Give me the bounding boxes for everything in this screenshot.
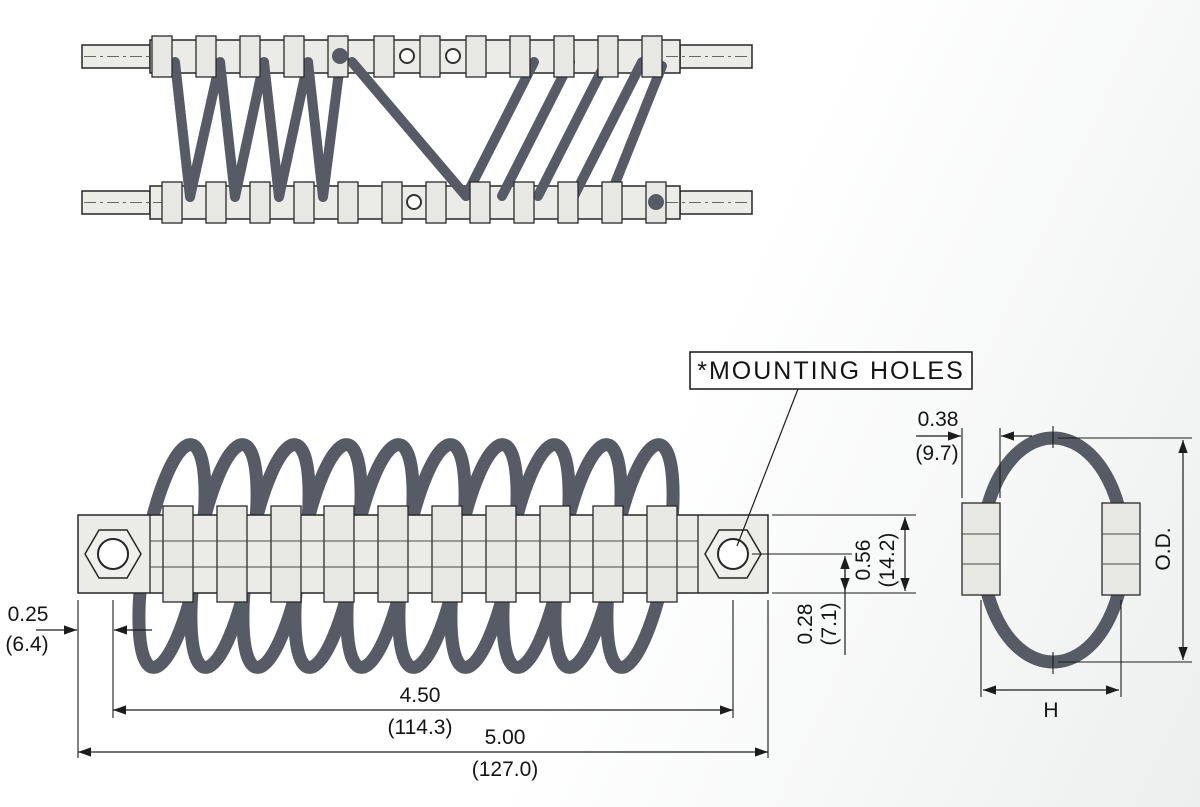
- cable-strand: [533, 57, 611, 201]
- clamp-block: [601, 181, 623, 224]
- bar-lamination-lines: [150, 540, 698, 568]
- cable-end-bottom: [648, 194, 664, 210]
- dim-offset-mm: (6.4): [5, 633, 48, 656]
- side-view: 0.38 (9.7) O.D. H: [915, 408, 1192, 722]
- dim-overall-mm: (127.0): [472, 758, 539, 781]
- dim-clamp-mm: (9.7): [915, 442, 958, 465]
- clamp-block: [195, 35, 217, 78]
- clamp-block: [161, 181, 183, 224]
- h-extensions: [980, 600, 1122, 697]
- top-view: [81, 35, 753, 224]
- clamp-block: [151, 35, 173, 78]
- dim-overall-in: 5.00: [485, 726, 526, 749]
- mounting-holes-callout: *MOUNTING HOLES: [689, 351, 973, 547]
- clamp-block: [419, 35, 441, 78]
- od-extensions: [1058, 437, 1192, 663]
- extension-lines-right: [752, 514, 916, 594]
- side-clamp-right-lines: [1102, 533, 1140, 565]
- clamp-block: [249, 181, 271, 224]
- clamp-block: [377, 505, 409, 603]
- clamp-block: [597, 35, 619, 78]
- dim-clamp-in: 0.38: [918, 408, 959, 431]
- clamp-block: [646, 505, 678, 603]
- clamp-block: [539, 505, 571, 603]
- front-view: [77, 438, 769, 674]
- dim-span-in: 4.50: [400, 684, 441, 707]
- clamp-block: [469, 181, 491, 224]
- cable-strand: [170, 57, 345, 202]
- rail-hole: [445, 48, 461, 64]
- clamp-block: [373, 35, 395, 78]
- clamp-block: [323, 505, 355, 603]
- dim-offset-in: 0.25: [8, 603, 49, 626]
- cable-strand: [569, 57, 647, 201]
- bottom-rail-clamps: [161, 181, 667, 224]
- top-rail: [149, 39, 681, 74]
- mounting-hole-left: [97, 538, 129, 570]
- clamp-block: [513, 181, 535, 224]
- top-rail-clamps: [151, 35, 663, 78]
- cable-strand: [347, 57, 471, 201]
- top-view-cable-strands: [170, 57, 667, 202]
- h-label: H: [1043, 699, 1058, 722]
- clamp-block: [425, 181, 447, 224]
- clamp-block: [485, 505, 517, 603]
- cable-end-top: [332, 48, 348, 64]
- clamp-block: [509, 35, 531, 78]
- side-clamp-left-lines: [962, 533, 1000, 565]
- clamp-block: [216, 505, 248, 603]
- cable-strand: [461, 57, 539, 201]
- dim-span-mm: (114.3): [388, 716, 453, 739]
- clamp-block: [592, 505, 624, 603]
- clamp-block: [337, 181, 359, 224]
- rail-hole: [399, 48, 415, 64]
- extension-lines: [77, 600, 769, 758]
- clamp-block: [283, 35, 305, 78]
- cable-strand: [497, 57, 575, 201]
- clamp-block: [239, 35, 261, 78]
- rail-centerlines: [84, 56, 750, 203]
- clamp-block: [553, 35, 575, 78]
- clamp-block: [465, 35, 487, 78]
- rail-hole: [406, 194, 422, 210]
- clamp-block: [162, 505, 194, 603]
- clamp-block: [270, 505, 302, 603]
- clamp-block: [205, 181, 227, 224]
- side-dimensions: 0.38 (9.7) O.D. H: [915, 408, 1192, 722]
- bar-clamps: [162, 505, 678, 603]
- clamp-width-extensions: [961, 428, 1001, 498]
- dim-edge-in: 0.28: [794, 604, 817, 645]
- clamp-block: [381, 181, 403, 224]
- callout-box: [689, 351, 973, 390]
- side-clamp-left: [961, 502, 1001, 596]
- front-dimensions: 5.00 (127.0) 4.50 (114.3) 0.25 (6.4) 0.5…: [5, 514, 916, 781]
- clamp-block: [431, 505, 463, 603]
- clamp-block: [557, 181, 579, 224]
- dim-edge-mm: (7.1): [818, 602, 841, 645]
- callout-leader-line: [736, 388, 799, 547]
- clamp-block: [293, 181, 315, 224]
- clamp-block: [641, 35, 663, 78]
- callout-label: *MOUNTING HOLES: [697, 357, 965, 385]
- od-label: O.D.: [1152, 527, 1175, 570]
- dim-height-in: 0.56: [852, 540, 875, 581]
- dim-height-mm: (14.2): [876, 533, 899, 588]
- mounting-hole-right: [717, 538, 749, 570]
- cable-strand: [605, 61, 667, 201]
- side-clamp-right: [1101, 502, 1141, 596]
